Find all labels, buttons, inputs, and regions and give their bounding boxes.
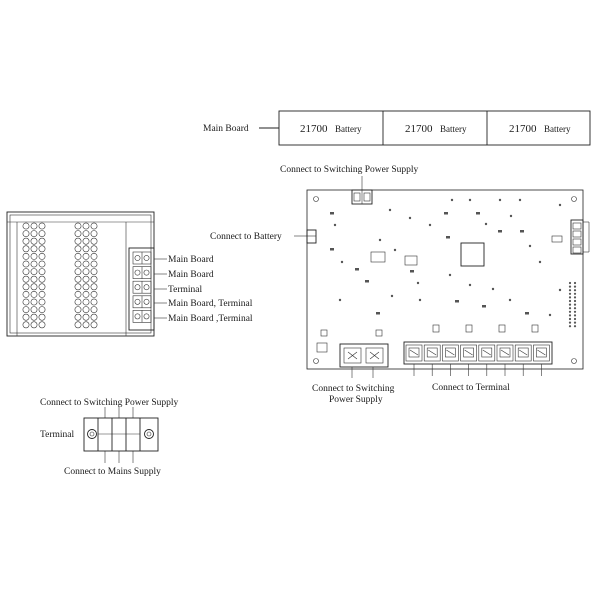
terminal-block-body: [83, 417, 159, 452]
battery-cell-number: 21700: [405, 123, 433, 135]
terminal-label: Main Board ,Terminal: [168, 314, 253, 324]
power-supply-terminal-labels: Main Board Main Board Terminal Main Boar…: [154, 255, 253, 324]
terminal-block-bottom-label: Connect to Mains Supply: [64, 467, 161, 477]
power-output-connector: [339, 343, 389, 368]
terminal-block: Connect to Switching Power Supply Termin…: [40, 398, 179, 477]
main-board: Connect to Switching Power Supply Connec…: [210, 165, 590, 405]
battery-pack: Main Board 21700 Battery 21700 Battery 2…: [203, 110, 591, 146]
terminal-label: Main Board: [168, 255, 214, 265]
battery-cell: 21700 Battery: [405, 123, 467, 135]
screw-icon: [144, 429, 154, 439]
screw-icon: [87, 429, 97, 439]
terminal-block-side-label: Terminal: [40, 430, 75, 440]
side-connector: [570, 219, 584, 255]
battery-cell: 21700 Battery: [509, 123, 571, 135]
battery-pack-label: Main Board: [203, 124, 249, 134]
battery-cell-text: Battery: [335, 124, 362, 134]
switching-power-supply: Main Board Main Board Terminal Main Boar…: [6, 211, 253, 337]
terminal-label: Main Board, Terminal: [168, 299, 253, 309]
battery-cell-number: 21700: [300, 123, 328, 135]
terminal-label: Main Board: [168, 270, 214, 280]
pcb-components: [330, 198, 562, 317]
bottom-right-label: Connect to Terminal: [432, 383, 510, 393]
battery-connect-label: Connect to Battery: [210, 232, 282, 242]
pcb-outline: [306, 189, 584, 370]
bottom-left-label-line2: Power Supply: [329, 395, 383, 405]
terminal-connector-strip: [403, 341, 553, 365]
battery-connector: [306, 229, 317, 244]
battery-cell: 21700 Battery: [300, 123, 362, 135]
main-chip: [460, 242, 485, 267]
vent-holes: [22, 222, 98, 329]
pin-header: [568, 281, 577, 328]
battery-cell-text: Battery: [440, 124, 467, 134]
main-board-top-label: Connect to Switching Power Supply: [280, 165, 419, 175]
terminal-label: Terminal: [168, 285, 203, 295]
battery-pack-outline: [278, 110, 591, 146]
terminal-block-top-label: Connect to Switching Power Supply: [40, 398, 179, 408]
power-supply-terminals: [132, 251, 152, 323]
battery-cell-number: 21700: [509, 123, 537, 135]
battery-cell-text: Battery: [544, 124, 571, 134]
bottom-left-label-line1: Connect to Switching: [312, 384, 395, 394]
terminal-connectors: [405, 344, 550, 376]
